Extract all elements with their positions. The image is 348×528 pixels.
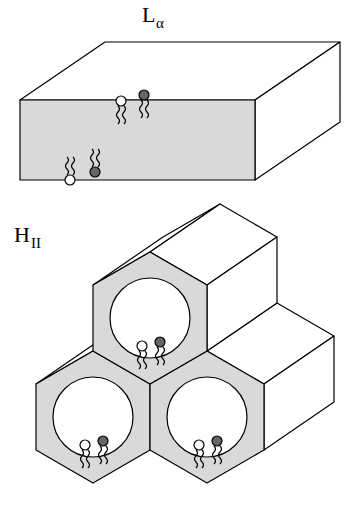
lipid-pair [65, 149, 100, 185]
phase-subscript: α [156, 16, 164, 31]
phase-label: L [142, 4, 155, 26]
slab-side-face [255, 42, 340, 180]
phase-label: H [14, 224, 30, 246]
slab-front-face [20, 100, 255, 180]
hexagonal-prism [93, 204, 277, 384]
lipid-pair [116, 90, 149, 124]
phase-subscript: II [31, 236, 41, 251]
